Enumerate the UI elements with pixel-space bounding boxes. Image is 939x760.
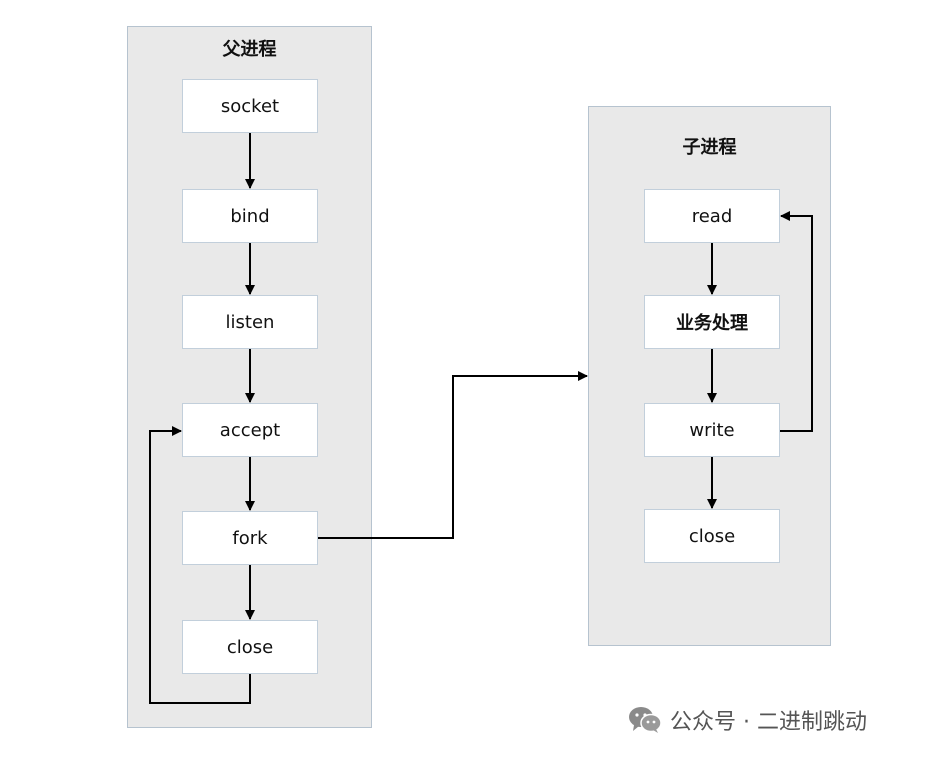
socket-node: socket: [182, 79, 318, 133]
child-close-node: close: [644, 509, 780, 563]
watermark-text: 公众号 · 二进制跳动: [670, 710, 867, 735]
business-processing-node: 业务处理: [644, 295, 780, 349]
accept-node: accept: [182, 403, 318, 457]
fork-node: fork: [182, 511, 318, 565]
read-node: read: [644, 189, 780, 243]
wechat-icon: [629, 707, 662, 733]
edge-write-loop-read: [780, 211, 813, 432]
parent-process-title: 父进程: [222, 39, 277, 60]
watermark: 公众号 · 二进制跳动: [628, 704, 867, 736]
write-node: write: [644, 403, 780, 457]
child-process-title: 子进程: [682, 137, 737, 158]
edge-fork-child: [318, 371, 588, 539]
parent-close-node: close: [182, 620, 318, 674]
bind-node: bind: [182, 189, 318, 243]
edge-close-loop-accept: [149, 426, 251, 704]
listen-node: listen: [182, 295, 318, 349]
